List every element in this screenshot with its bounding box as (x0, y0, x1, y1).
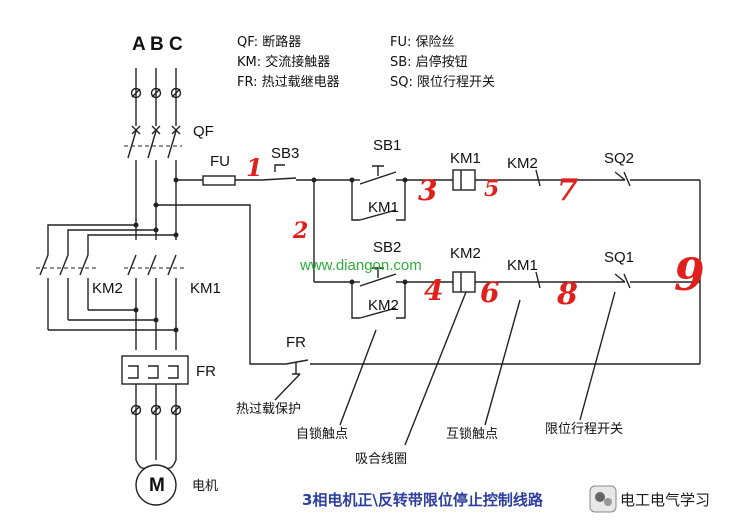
node-1: 1 (246, 153, 263, 182)
annotation-coil: 吸合线圈 (355, 452, 407, 467)
sb3-label: SB3 (271, 145, 299, 162)
legend-sb: SB: 启停按钮 (390, 54, 468, 70)
node-8: 8 (556, 277, 578, 312)
node-5: 5 (484, 176, 499, 202)
fu-label: FU (210, 153, 230, 170)
brand-logo-icon (589, 485, 617, 513)
node-7: 7 (557, 173, 578, 208)
annotation-self-lock: 自锁触点 (296, 426, 348, 442)
km2-main-contacts (36, 254, 96, 330)
legend-sq: SQ: 限位行程开关 (390, 75, 495, 90)
sq2-label: SQ2 (604, 150, 634, 167)
km2-main-label: KM2 (92, 280, 123, 297)
annotation-interlock: 互锁触点 (446, 426, 498, 442)
brand-name: 电工电气学习 (620, 491, 710, 509)
legend-km: KM: 交流接触器 (237, 54, 330, 70)
phase-b-label: B (150, 34, 164, 55)
legend-fr: FR: 热过载继电器 (237, 75, 340, 90)
km1-main-label: KM1 (190, 280, 221, 297)
sq1-label: SQ1 (604, 249, 634, 266)
km1-coil (452, 169, 476, 191)
km2-coil (452, 271, 476, 293)
sb1-button (352, 165, 420, 185)
fr-main-label: FR (196, 363, 216, 380)
node-2: 2 (292, 218, 308, 244)
node-4: 4 (424, 274, 443, 307)
qf-breaker (124, 125, 182, 240)
km2-coil-label: KM2 (450, 245, 481, 262)
bottom-terminals (130, 404, 182, 416)
fr-ctrl-label: FR (286, 334, 306, 351)
node-6: 6 (480, 276, 499, 309)
control-circuit: FU SB3 SB1 KM1 KM1 KM2 (156, 137, 701, 374)
sb1-label: SB1 (373, 137, 401, 154)
phase-c-label: C (169, 34, 183, 55)
node-3: 3 (418, 174, 437, 207)
sb3-stop-button (261, 164, 297, 181)
main-power-circuit: QF KM2 KM1 (36, 68, 221, 506)
sb2-label: SB2 (373, 239, 401, 256)
km2-hold-label: KM2 (368, 297, 399, 314)
top-terminals (130, 87, 182, 99)
km1-main-contacts (124, 254, 184, 350)
km2-nc-top-label: KM2 (507, 155, 538, 172)
km1-coil-label: KM1 (450, 150, 481, 167)
motor-label: 电机 (192, 479, 218, 494)
footer-title: 3相电机正\反转带限位停止控制线路 (302, 491, 544, 509)
fu-fuse (202, 175, 236, 186)
legend-qf: QF: 断路器 (237, 34, 301, 50)
annotation-thermal: 热过载保护 (236, 402, 301, 417)
km1-hold-label: KM1 (368, 199, 399, 216)
motor-symbol (135, 464, 177, 506)
node-9: 9 (674, 250, 705, 301)
phase-a-label: A (132, 34, 146, 55)
annotation-limit-switch: 限位行程开关 (545, 422, 623, 437)
annotation-leaders (274, 291, 616, 446)
fr-thermal-block (121, 355, 189, 385)
legend-fu: FU: 保险丝 (390, 35, 455, 50)
junction-dots (133, 177, 408, 333)
watermark: www.diangon.com (299, 257, 422, 274)
motor-m: M (149, 475, 165, 496)
qf-label: QF (193, 123, 214, 140)
km1-nc-bottom-label: KM1 (507, 257, 538, 274)
